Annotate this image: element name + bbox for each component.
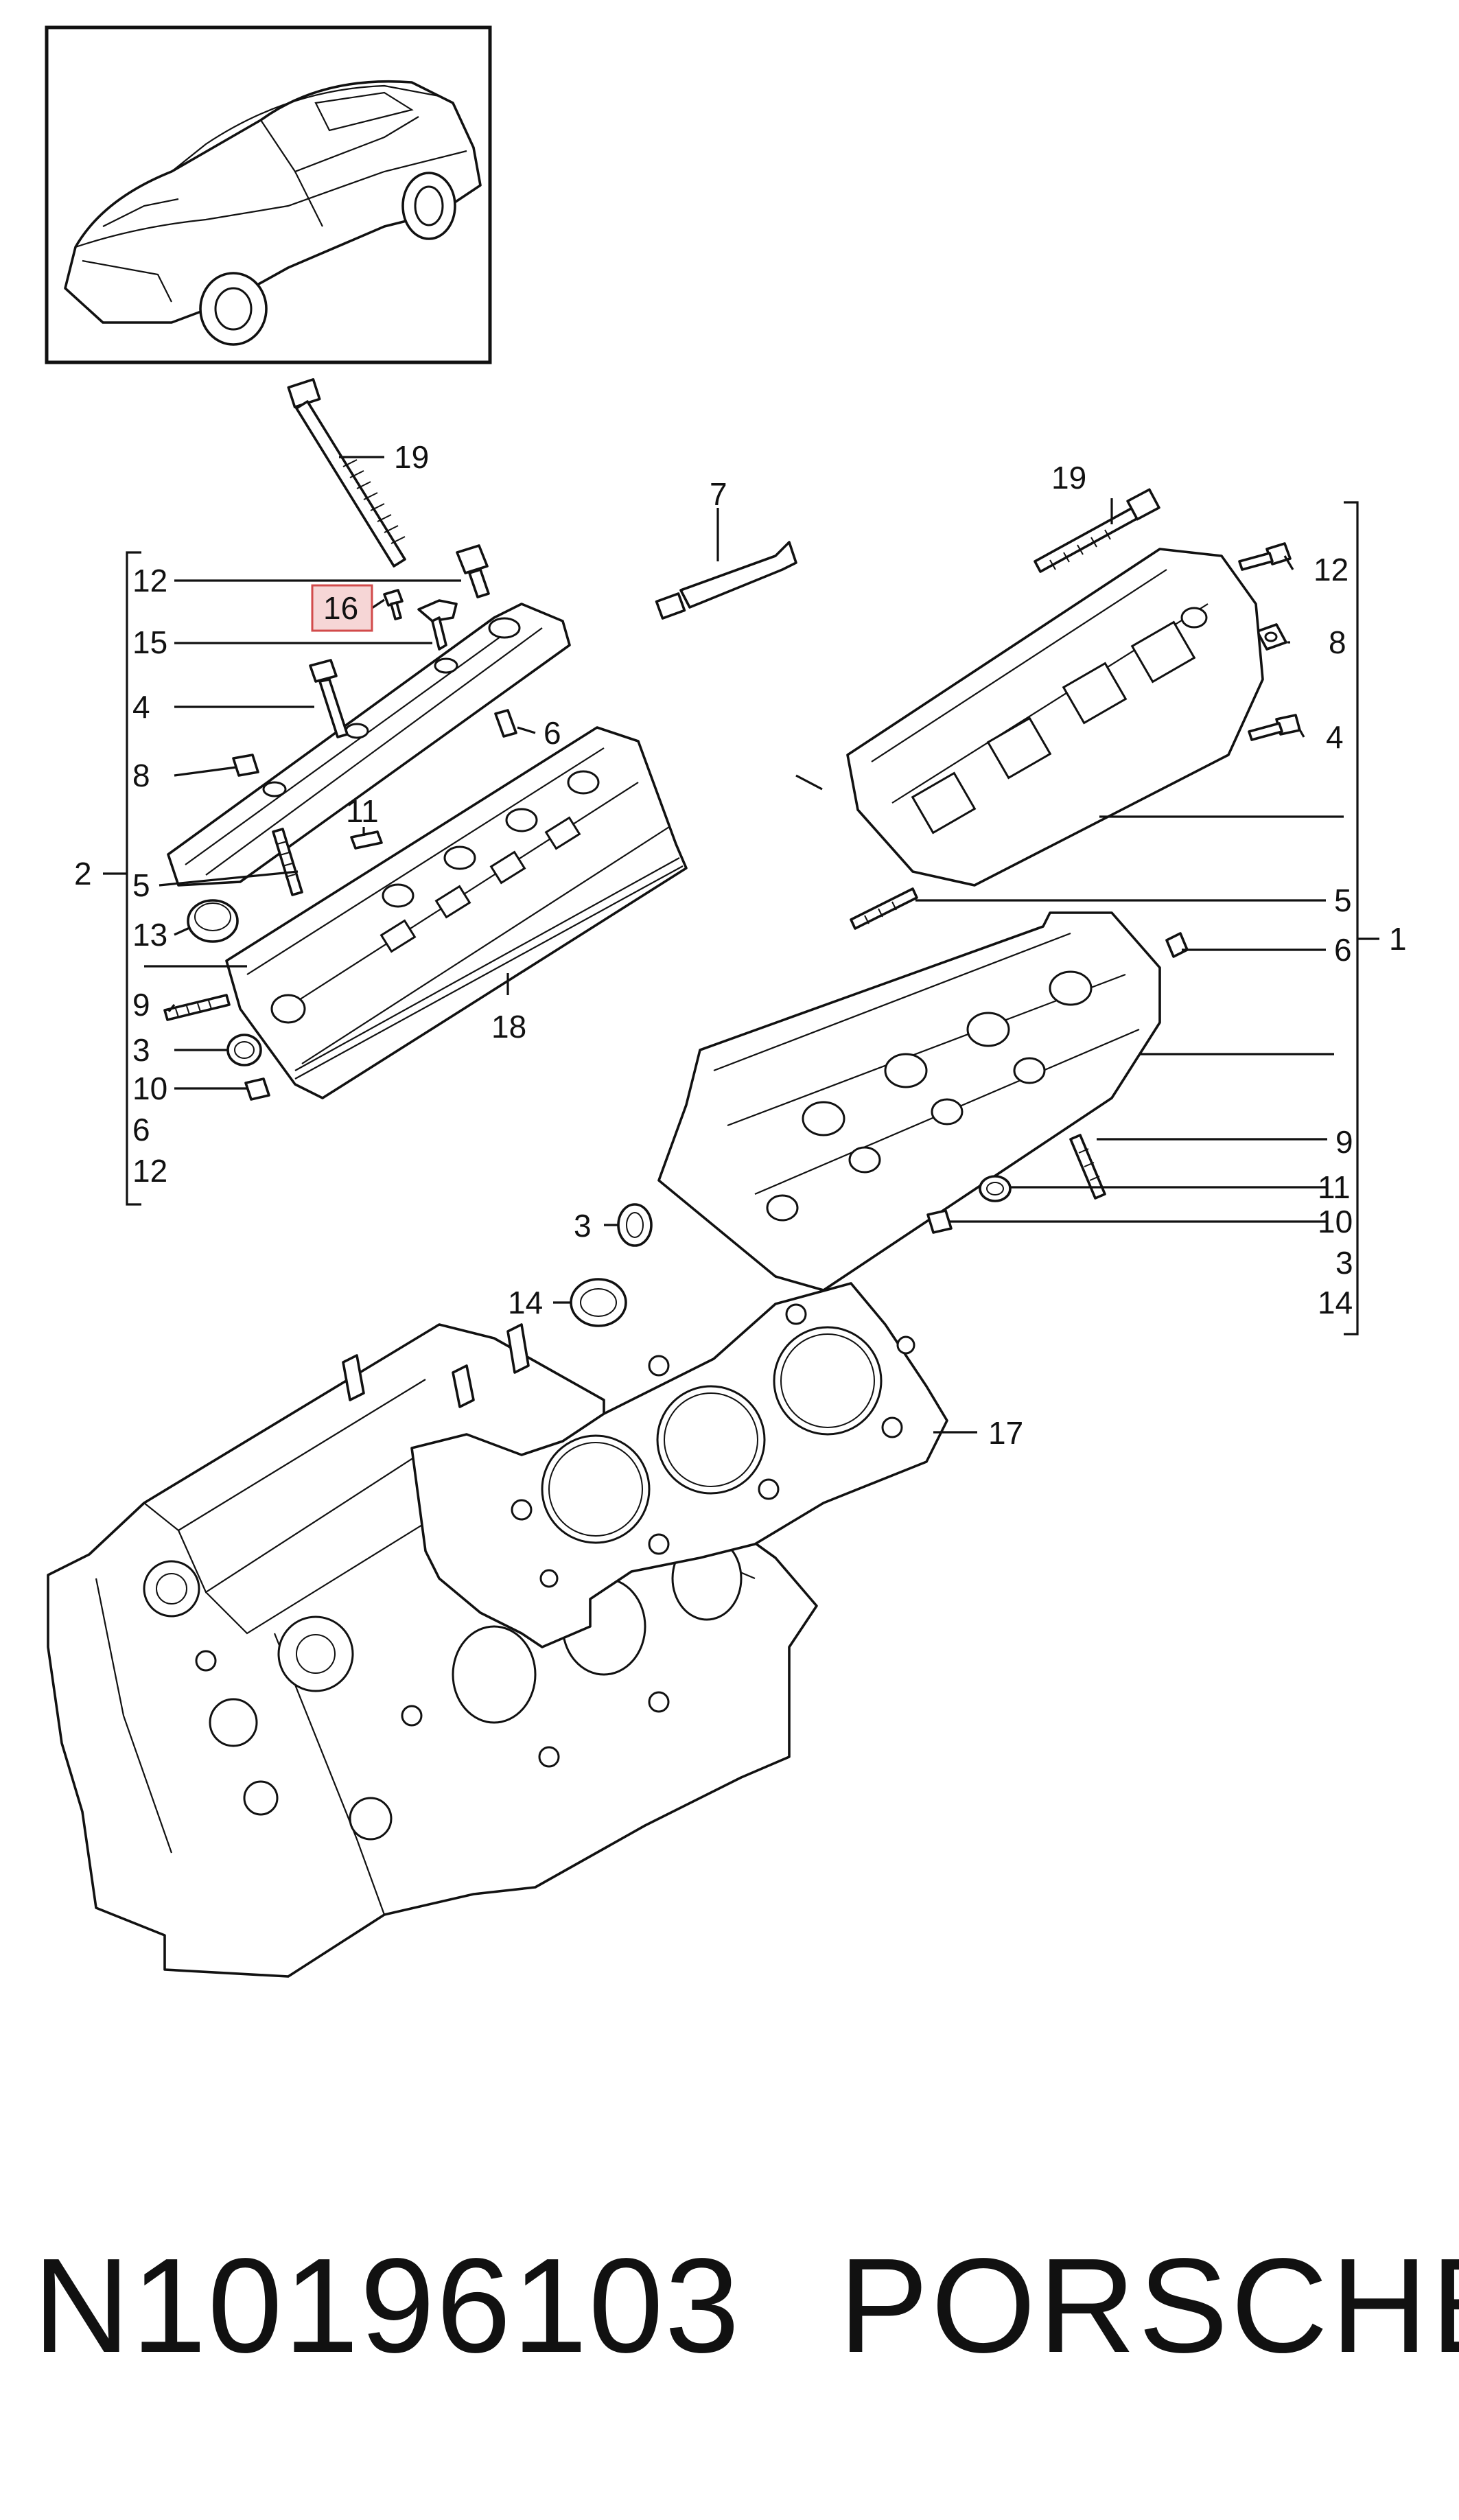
- callout-6-right: 6: [1334, 932, 1352, 968]
- nut-8-left: [232, 754, 259, 777]
- long-bolt-19-left: [287, 378, 406, 568]
- callout-6-left-list: 6: [132, 1112, 150, 1147]
- vehicle-thumbnail: [45, 25, 492, 364]
- callout-12-left-list: 12: [132, 1153, 167, 1189]
- callout-12-left: 12: [132, 563, 167, 598]
- callout-14-right-list: 14: [1318, 1285, 1353, 1320]
- stud-5-left: [272, 828, 303, 896]
- seal-3-right: [617, 1203, 653, 1247]
- head-gasket-17: [410, 1282, 948, 1648]
- plug-13: [187, 899, 239, 943]
- screw-16: [383, 589, 404, 620]
- part-number: N10196103: [33, 2230, 741, 2381]
- brand-name: PORSCHE: [839, 2230, 1459, 2381]
- left-bracket: [103, 551, 141, 1206]
- callout-12-right: 12: [1314, 552, 1349, 587]
- footer: N10196103 PORSCHE: [0, 2230, 1459, 2381]
- callout-5-right: 5: [1334, 883, 1352, 918]
- callout-14: 14: [508, 1285, 543, 1320]
- stud-9-right: [1069, 1134, 1106, 1200]
- callout-11-left: 11: [346, 793, 379, 829]
- long-bolt-19-right: [1034, 488, 1160, 573]
- bolt-12-right: [1238, 542, 1292, 571]
- camshaft-housing-left: [167, 603, 571, 887]
- leader-lines: [144, 456, 1344, 1434]
- cylinder-head-left: [225, 726, 688, 1099]
- callout-3-left: 3: [132, 1032, 150, 1068]
- dowel-6-right: [1165, 932, 1189, 958]
- bolt-4-right: [1248, 714, 1301, 741]
- callout-4-left: 4: [132, 689, 150, 725]
- callout-5-left: 5: [132, 867, 150, 903]
- pin-11-right: [979, 1175, 1012, 1202]
- sensor-15: [417, 599, 458, 651]
- callout-7: 7: [710, 476, 727, 512]
- bolt-12-left: [456, 544, 490, 598]
- callout-1: 1: [1389, 921, 1407, 957]
- callout-9-left: 9: [132, 987, 150, 1023]
- bolt-4-left: [309, 659, 349, 738]
- suv-illustration: [64, 80, 482, 346]
- camshaft-housing-right: [846, 548, 1264, 887]
- callout-16: 16: [323, 590, 358, 626]
- callout-6-left: 6: [544, 715, 561, 751]
- sealant-tube-7: [655, 541, 797, 620]
- callout-4-right: 4: [1326, 719, 1344, 755]
- right-bracket: [1344, 501, 1379, 1335]
- cylinder-head-right: [657, 911, 1161, 1292]
- dowel-6-left: [494, 709, 517, 738]
- callout-8-left: 8: [132, 758, 150, 793]
- seal-3-left: [226, 1034, 262, 1066]
- callout-2: 2: [74, 856, 92, 891]
- seal-14: [570, 1278, 627, 1327]
- callout-8-right: 8: [1329, 625, 1346, 660]
- gasket-18: [294, 857, 684, 1080]
- callout-17: 17: [988, 1415, 1023, 1451]
- plug-10-left: [244, 1077, 270, 1101]
- callout-10-right: 10: [1318, 1204, 1353, 1239]
- callout-13: 13: [132, 917, 167, 953]
- callout-15: 15: [132, 625, 167, 660]
- highlight-box-16: [311, 584, 373, 632]
- callout-11-right: 11: [1318, 1169, 1351, 1205]
- callout-labels: 19 12 16 15 4 8 2 5 13 9 3 10 6 12 6 11 …: [74, 439, 1407, 1451]
- pin-11-left: [350, 830, 383, 850]
- nut-8-right: [1256, 623, 1287, 651]
- callout-18: 18: [491, 1009, 526, 1045]
- callout-10-left: 10: [132, 1071, 167, 1106]
- plug-10-right: [926, 1209, 953, 1234]
- callout-19-left: 19: [394, 439, 429, 475]
- stud-9-left: [163, 994, 231, 1021]
- callout-19-right: 19: [1051, 460, 1086, 495]
- callout-3-right: 3: [574, 1208, 592, 1244]
- callout-3-right-list: 3: [1335, 1245, 1353, 1281]
- stud-5-right: [850, 887, 918, 930]
- callout-9-right: 9: [1335, 1124, 1353, 1160]
